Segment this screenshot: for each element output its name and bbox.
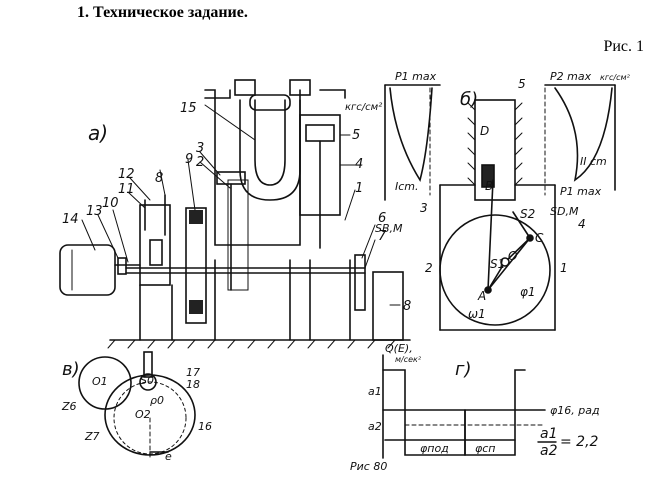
gearbox	[139, 204, 171, 286]
svg-text:a2: a2	[540, 443, 558, 459]
follower	[143, 351, 153, 378]
svg-text:4: 4	[578, 217, 586, 231]
svg-text:14: 14	[62, 212, 79, 227]
label-sbm: SB,M	[375, 222, 403, 235]
svg-text:φ16, рад: φ16, рад	[550, 404, 600, 417]
gear-6	[354, 254, 366, 311]
svg-text:м/сек²: м/сек²	[395, 355, 422, 364]
panel-v-labels: O1 O2 Z6 Z7 16 17 18 ρ0 e S0	[61, 366, 212, 463]
figure-reference: Рис. 1	[603, 38, 644, 55]
svg-text:8: 8	[155, 171, 163, 186]
label-iicm: II cm	[580, 155, 607, 168]
label-pressure-unit: кгс/см²	[345, 102, 382, 113]
coupler-ab	[487, 179, 494, 291]
svg-text:2: 2	[425, 261, 433, 275]
panel-a-numbers: 14 13 10 12 11 8 9 3 2 15 5 4 1 6 7 8	[62, 101, 411, 314]
svg-text:6: 6	[378, 211, 386, 226]
svg-text:A: A	[477, 289, 486, 303]
svg-text:1: 1	[355, 181, 363, 196]
svg-text:10: 10	[102, 196, 119, 211]
svg-text:a1: a1	[540, 426, 558, 442]
label-pressure-unit-2: кгс/см²	[600, 73, 631, 82]
svg-text:11: 11	[118, 182, 135, 197]
svg-text:a2: a2	[368, 420, 382, 433]
svg-text:18: 18	[186, 378, 200, 391]
svg-text:17: 17	[186, 366, 200, 379]
label-icm: Iсm.	[395, 180, 419, 193]
svg-text:Z6: Z6	[61, 400, 77, 413]
svg-text:1: 1	[560, 261, 568, 275]
flywheel	[185, 207, 207, 324]
svg-text:12: 12	[118, 167, 135, 182]
svg-text:5: 5	[352, 128, 360, 143]
svg-text:S2: S2	[520, 207, 535, 221]
guide-frame	[474, 99, 516, 201]
svg-text:C: C	[535, 231, 544, 245]
label-sdm: SD,M	[550, 205, 579, 218]
svg-text:5: 5	[518, 77, 526, 91]
svg-text:3: 3	[196, 141, 204, 156]
svg-text:φсп: φсп	[475, 442, 496, 455]
svg-text:B: B	[485, 179, 493, 193]
svg-text:φпод: φпод	[420, 442, 449, 455]
slider-b	[481, 164, 495, 188]
motor	[59, 244, 116, 296]
svg-text:7: 7	[378, 229, 387, 244]
svg-text:O2: O2	[135, 408, 151, 421]
svg-text:ω1: ω1	[468, 307, 486, 321]
svg-text:Q(E),: Q(E),	[385, 342, 413, 355]
svg-text:4: 4	[355, 157, 363, 172]
label-p1max-b: P1 max	[560, 185, 602, 198]
label-p1max: P1 max	[395, 70, 437, 83]
indicator-curve-1	[389, 87, 433, 182]
svg-text:D: D	[480, 124, 489, 138]
svg-text:= 2,2: = 2,2	[560, 434, 599, 450]
svg-text:16: 16	[198, 420, 212, 433]
svg-text:S1: S1	[490, 257, 505, 271]
svg-text:a1: a1	[368, 385, 382, 398]
panel-b-label: б)	[460, 89, 478, 110]
svg-text:Z7: Z7	[84, 430, 100, 443]
svg-text:13: 13	[86, 204, 103, 219]
panel-b-points: D B S2 C O A S1 3 2 1 4 5 ω1 φ1	[420, 77, 586, 321]
panel-a-label: а)	[88, 121, 108, 145]
svg-text:e: e	[165, 450, 172, 463]
svg-text:2: 2	[196, 155, 204, 170]
svg-text:8: 8	[403, 299, 411, 314]
cylinder-head	[249, 94, 291, 111]
svg-text:3: 3	[420, 201, 428, 215]
svg-text:O: O	[508, 249, 517, 263]
svg-text:15: 15	[180, 101, 197, 116]
svg-text:ρ0: ρ0	[150, 394, 164, 407]
panel-g-labels: Q(E), м/сек² a1 a2 φ16, рад φпод φсп a1 …	[368, 342, 600, 459]
svg-text:O1: O1	[92, 375, 108, 388]
label-p2max: P2 max	[550, 70, 592, 83]
section-heading: 1. Техническое задание.	[77, 4, 248, 21]
svg-text:9: 9	[185, 152, 193, 167]
svg-text:φ1: φ1	[520, 285, 536, 299]
piston	[305, 124, 335, 142]
ground-hatch	[107, 339, 396, 349]
support-8	[372, 271, 404, 341]
panel-g-label: г)	[455, 359, 471, 380]
svg-text:S0: S0	[140, 374, 154, 387]
figure-caption: Рис 80	[350, 460, 387, 473]
panel-v-label: в)	[62, 359, 80, 380]
roller-18	[139, 373, 157, 391]
indicator-curve-2	[554, 87, 613, 182]
